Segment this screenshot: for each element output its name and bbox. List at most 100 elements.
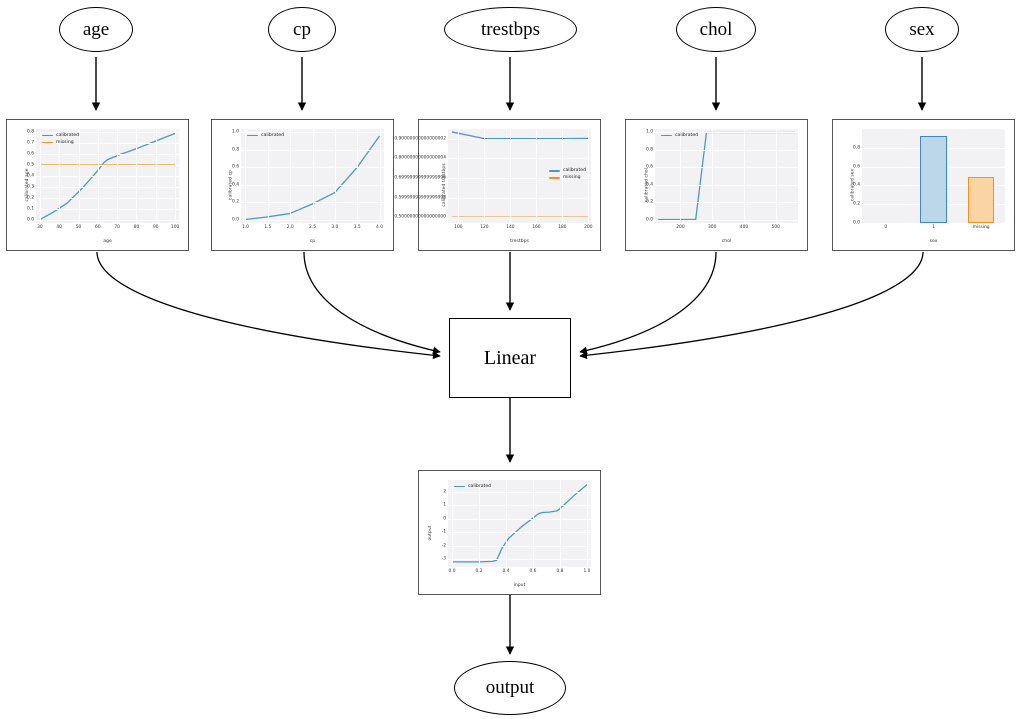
y-tick-label: 0.4: [232, 182, 239, 188]
y-tick-label: 0.5: [27, 162, 34, 168]
x-tick-label: 200: [584, 225, 593, 230]
gridline-h: [448, 158, 591, 160]
y-tick-label: 1.0: [646, 129, 653, 135]
x-tick-label: 1.0: [241, 225, 249, 230]
legend-label-calibrated: calibrated: [261, 133, 285, 138]
x-tick-label: 30: [37, 225, 43, 230]
legend-entry-missing: missing: [548, 175, 586, 181]
input-node-age: age: [59, 7, 133, 52]
chart-trestbps-xlabel: trestbps: [510, 239, 529, 244]
y-tick-label: 0.4: [27, 173, 34, 179]
legend-swatch-missing: [548, 177, 560, 179]
y-tick-label: 0.4: [853, 182, 860, 188]
x-tick-label: 80: [133, 225, 140, 230]
input-node-chol-label: chol: [699, 18, 733, 40]
chart-age-xlabel: age: [103, 239, 112, 244]
chart-cp-legend: calibrated: [247, 133, 284, 138]
gridline-h: [36, 208, 179, 210]
bar-1: [920, 135, 947, 223]
gridline-v: [775, 129, 777, 223]
x-tick-label: 1.0: [583, 569, 591, 574]
input-node-sex: sex: [885, 7, 959, 52]
gridline-h: [448, 492, 591, 494]
x-tick-label: 140: [506, 225, 515, 230]
gridline-h: [36, 197, 179, 199]
gridline-h: [448, 518, 591, 520]
gridline-v: [588, 129, 590, 223]
legend-label-missing: missing: [562, 175, 581, 181]
gridline-h: [448, 177, 591, 179]
chart-chol-legend: calibrated: [661, 133, 698, 138]
chart-output-legend: calibrated: [454, 484, 491, 489]
gridline-v: [586, 480, 588, 567]
gridline-v: [379, 129, 381, 223]
series-line-calibrated: [39, 132, 176, 221]
x-tick-label: 40: [56, 225, 62, 230]
y-tick-label: -1: [441, 529, 446, 535]
gridline-h: [655, 149, 798, 151]
legend-entry-calibrated: calibrated: [548, 168, 586, 173]
x-tick-label: 0: [884, 225, 888, 230]
y-tick-label: 0.8: [232, 147, 239, 153]
gridline-h: [36, 154, 179, 156]
x-tick-label: 0.6: [529, 569, 537, 574]
chart-cp-xlabel: cp: [309, 239, 316, 244]
x-tick-label: 0.8: [556, 569, 564, 574]
gridline-v: [117, 129, 119, 223]
x-tick-label: 50: [75, 225, 82, 230]
gridline-h: [448, 505, 591, 507]
gridline-h: [448, 532, 591, 534]
input-node-cp-label: cp: [293, 18, 311, 40]
legend-entry-missing: missing: [42, 140, 79, 145]
input-node-trestbps-label: trestbps: [480, 18, 541, 40]
series-line-calibrated: [451, 131, 589, 140]
legend-swatch-calibrated: [548, 170, 560, 172]
y-tick-label: 0.6: [853, 164, 860, 170]
gridline-v: [559, 480, 561, 567]
x-tick-label: 90: [153, 225, 159, 230]
x-tick-label: 4.0: [376, 225, 384, 230]
gridline-v: [59, 129, 61, 223]
y-tick-label: -2: [441, 543, 446, 549]
x-tick-label: 3.5: [353, 225, 361, 230]
legend-swatch-missing: [42, 141, 53, 144]
y-tick-label: 0.0: [646, 217, 653, 223]
y-tick-label: 0.2: [646, 199, 653, 205]
gridline-v: [39, 129, 41, 223]
gridline-v: [245, 129, 247, 223]
legend-entry-calibrated: calibrated: [661, 133, 698, 138]
gridline-h: [655, 219, 798, 221]
chart-sex-xlabel: sex: [929, 239, 938, 244]
x-tick-label: 0.4: [502, 569, 510, 574]
y-tick-label: 0.0: [27, 217, 34, 223]
gridline-v: [562, 129, 564, 223]
gridline-h: [36, 143, 179, 145]
x-tick-label: 0.2: [475, 569, 483, 574]
y-tick-label: 0.8: [646, 147, 653, 153]
gridline-v: [506, 480, 507, 567]
gridline-v: [536, 129, 538, 223]
chart-panel-trestbps: calibrated trestbps trestbps calibrated …: [394, 119, 601, 251]
legend-label-calibrated: calibrated: [468, 484, 492, 489]
y-tick-label: 0.90000000000000002: [394, 136, 446, 142]
chart-trestbps-ylabel: calibrated trestbps: [442, 163, 448, 207]
y-tick-label: 0.0: [853, 220, 860, 226]
x-tick-label: 70: [114, 225, 120, 230]
gridline-v: [312, 129, 314, 223]
gridline-h: [448, 138, 591, 140]
gridline-v: [510, 129, 512, 223]
gridline-v: [452, 480, 454, 567]
input-node-trestbps: trestbps: [444, 7, 577, 52]
gridline-h: [448, 217, 591, 219]
chart-panel-age: calibrated age age calibrated missing 0.…: [6, 119, 189, 251]
legend-swatch-calibrated: [661, 134, 672, 137]
legend-swatch-calibrated: [454, 485, 465, 488]
input-node-cp: cp: [268, 7, 336, 52]
gridline-v: [712, 129, 714, 223]
chart-trestbps-legend: calibrated missing: [548, 168, 586, 181]
output-node: output: [454, 661, 566, 715]
